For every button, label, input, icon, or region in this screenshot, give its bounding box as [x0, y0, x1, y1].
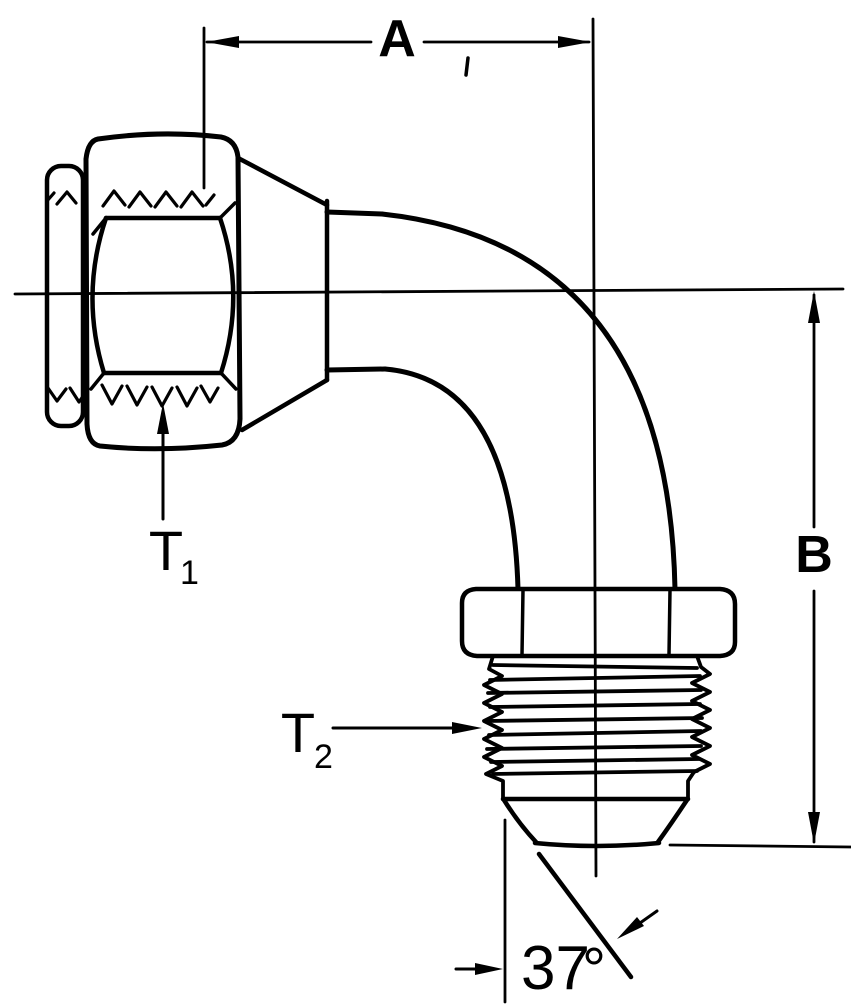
tube-stub-bottom [324, 366, 388, 373]
thread-border-right [686, 654, 712, 801]
flare-angle-reference-line [536, 851, 634, 980]
flare-angle-arrow-diagonal [617, 917, 644, 939]
male-end [459, 586, 738, 849]
t1-subscript: 1 [180, 554, 199, 592]
elbow-body [324, 209, 678, 592]
nut-barrel-arc-left [90, 215, 109, 376]
callout-t2: T 2 [281, 701, 482, 776]
callout-t1: T 1 [149, 403, 199, 592]
flare-angle-annotation: 37 ° [454, 818, 659, 1004]
dim-b-arrow-top [808, 291, 820, 323]
t2-arrow [452, 722, 482, 734]
flare-cone-left [501, 797, 539, 845]
centerlines [13, 17, 845, 878]
nut-cone-bottom [239, 377, 330, 433]
horizontal-centerline [13, 287, 845, 296]
nut-corner-chamfers [89, 201, 238, 391]
thread-border-left [482, 654, 505, 801]
swivel-nut [44, 131, 330, 452]
dim-b-extension-line [668, 843, 851, 849]
nut-barrel-arc-right [217, 215, 236, 376]
vertical-centerline [591, 17, 598, 878]
dim-a-arrow-left [206, 36, 239, 48]
scan-artifact [464, 56, 470, 77]
flare-angle-leader-diagonal [638, 909, 659, 925]
dim-a-label: A [378, 10, 416, 68]
t2-label: T [281, 701, 315, 764]
dim-a-arrow-right [558, 36, 591, 48]
t2-subscript: 2 [314, 738, 333, 776]
knurl-marks-bottom [46, 383, 220, 408]
t1-label: T [149, 519, 183, 582]
flare-angle-degree-sign: ° [582, 936, 606, 1003]
dimension-b: B [668, 291, 851, 849]
dimension-a: A [202, 10, 591, 190]
nut-hex-body [83, 131, 243, 452]
flare-angle-value: 37 [521, 934, 590, 1003]
elbow-outer-curve [379, 211, 678, 592]
nut-cap [44, 163, 86, 429]
male-hex-flat-line-right [667, 588, 672, 657]
tube-stub-top [324, 209, 385, 217]
knurl-marks-top [45, 189, 216, 209]
male-hex-flat-line-left [520, 588, 525, 657]
male-hex [459, 586, 738, 659]
dim-b-arrow-bottom [808, 812, 820, 844]
nut-cone-top [235, 155, 330, 208]
flare-cone-right [655, 797, 690, 845]
flare-angle-arrow-left [475, 963, 503, 975]
elbow-inner-curve [382, 366, 521, 592]
dim-b-label: B [795, 526, 833, 584]
t1-arrow [157, 403, 169, 434]
